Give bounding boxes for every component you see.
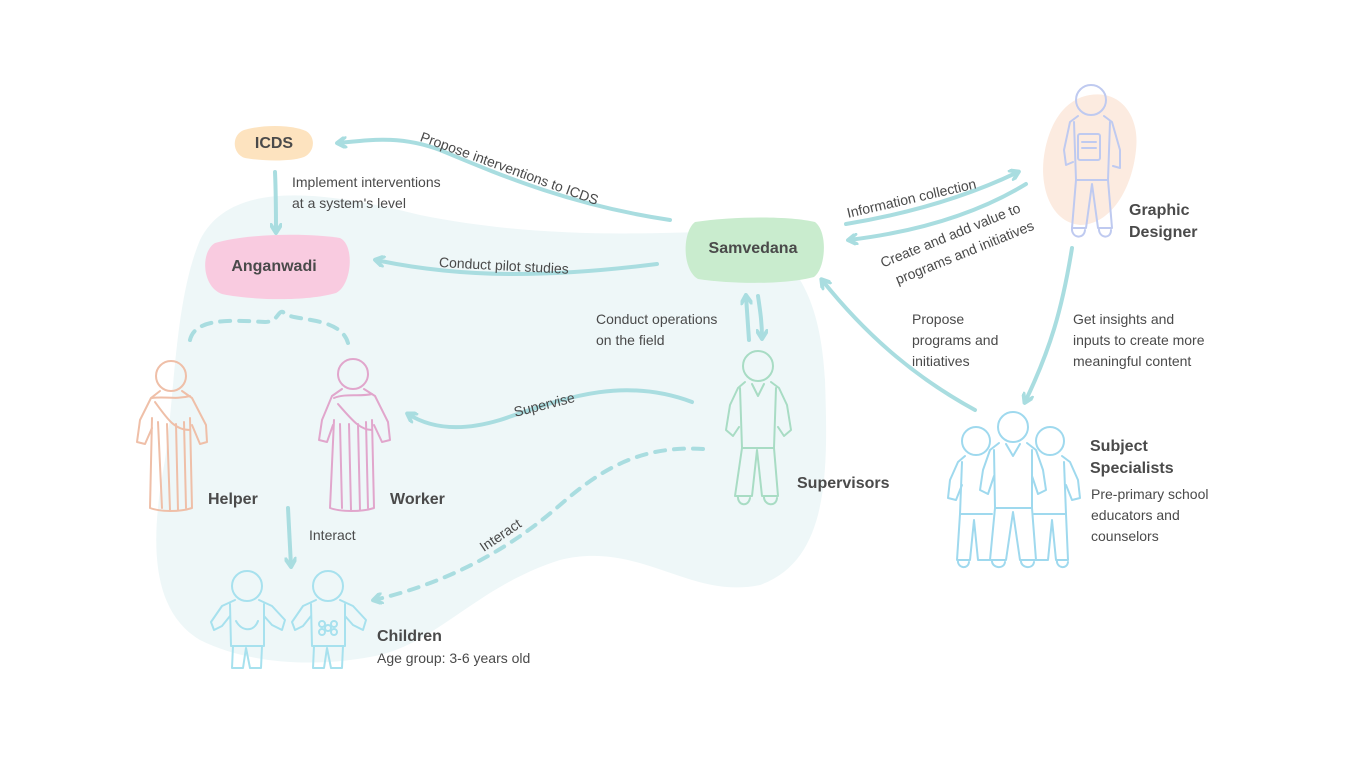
icds-node-shape bbox=[234, 125, 313, 161]
anganwadi-node: Anganwadi bbox=[205, 250, 343, 284]
edge-label-implement-2: at a system's level bbox=[292, 195, 406, 211]
edge-label-insights-2: inputs to create more bbox=[1073, 332, 1205, 348]
icds-node: ICDS bbox=[236, 128, 312, 160]
edge-label-operations-2: on the field bbox=[596, 332, 665, 348]
samvedana-label: Samvedana bbox=[708, 240, 798, 257]
helper-figure-icon bbox=[136, 360, 208, 512]
arrow-implement bbox=[275, 170, 276, 232]
icds-label: ICDS bbox=[254, 135, 294, 152]
subject-specialists-sub-2: educators and bbox=[1091, 507, 1180, 523]
edge-label-propose-programs-2: programs and bbox=[912, 332, 999, 348]
arrow-information bbox=[844, 172, 1018, 226]
supervisors-label: Supervisors bbox=[797, 475, 890, 492]
anganwadi-node-shape bbox=[205, 234, 350, 300]
subject-specialists-label-2: Specialists bbox=[1090, 460, 1174, 477]
supervisor-figure-icon bbox=[725, 350, 792, 506]
edge-label-insights-1: Get insights and bbox=[1073, 311, 1175, 327]
graphic-designer-label-2: Designer bbox=[1129, 224, 1198, 241]
arrow-interact-helper bbox=[288, 506, 291, 566]
anganwadi-label: Anganwadi bbox=[231, 258, 317, 275]
subject-specialists-sub-3: counselors bbox=[1091, 528, 1159, 544]
helper-label: Helper bbox=[208, 491, 258, 508]
dashed-anganwadi-connector bbox=[188, 309, 350, 345]
arrow-operations-down bbox=[758, 294, 762, 338]
arrow-create-value bbox=[849, 182, 1028, 240]
arrow-supervise bbox=[408, 388, 694, 430]
arrow-propose-programs bbox=[822, 280, 977, 412]
edge-label-propose-programs-3: initiatives bbox=[912, 353, 970, 369]
edge-label-propose-programs-1: Propose bbox=[912, 311, 965, 327]
system-background-blob bbox=[156, 195, 827, 663]
samvedana-node-shape bbox=[685, 217, 824, 283]
arrow-pilot bbox=[376, 260, 659, 276]
edge-label-implement-1: Implement interventions bbox=[292, 174, 441, 190]
subject-specialists-sub-1: Pre-primary school bbox=[1091, 486, 1209, 502]
graphic-designer-label-1: Graphic bbox=[1129, 202, 1190, 219]
samvedana-node: Samvedana bbox=[684, 232, 822, 266]
children-age-label: Age group: 3-6 years old bbox=[377, 650, 531, 666]
subject-specialists-label-1: Subject bbox=[1090, 438, 1148, 455]
children-figures-icon bbox=[210, 570, 367, 669]
edge-label-insights-3: meaningful content bbox=[1073, 353, 1192, 369]
children-label: Children bbox=[377, 628, 442, 645]
arrow-operations-up bbox=[746, 296, 749, 342]
graphic-designer-figure-icon bbox=[1063, 84, 1121, 238]
worker-figure-icon bbox=[318, 358, 391, 512]
subject-specialists-figures-icon bbox=[947, 411, 1081, 568]
arrow-insights bbox=[1025, 246, 1074, 402]
worker-label: Worker bbox=[390, 491, 445, 508]
arrow-propose-icds bbox=[338, 140, 672, 222]
edge-label-interact-helper: Interact bbox=[309, 527, 356, 543]
arrow-interact-supervisor bbox=[374, 446, 705, 600]
edge-label-operations-1: Conduct operations bbox=[596, 311, 718, 327]
